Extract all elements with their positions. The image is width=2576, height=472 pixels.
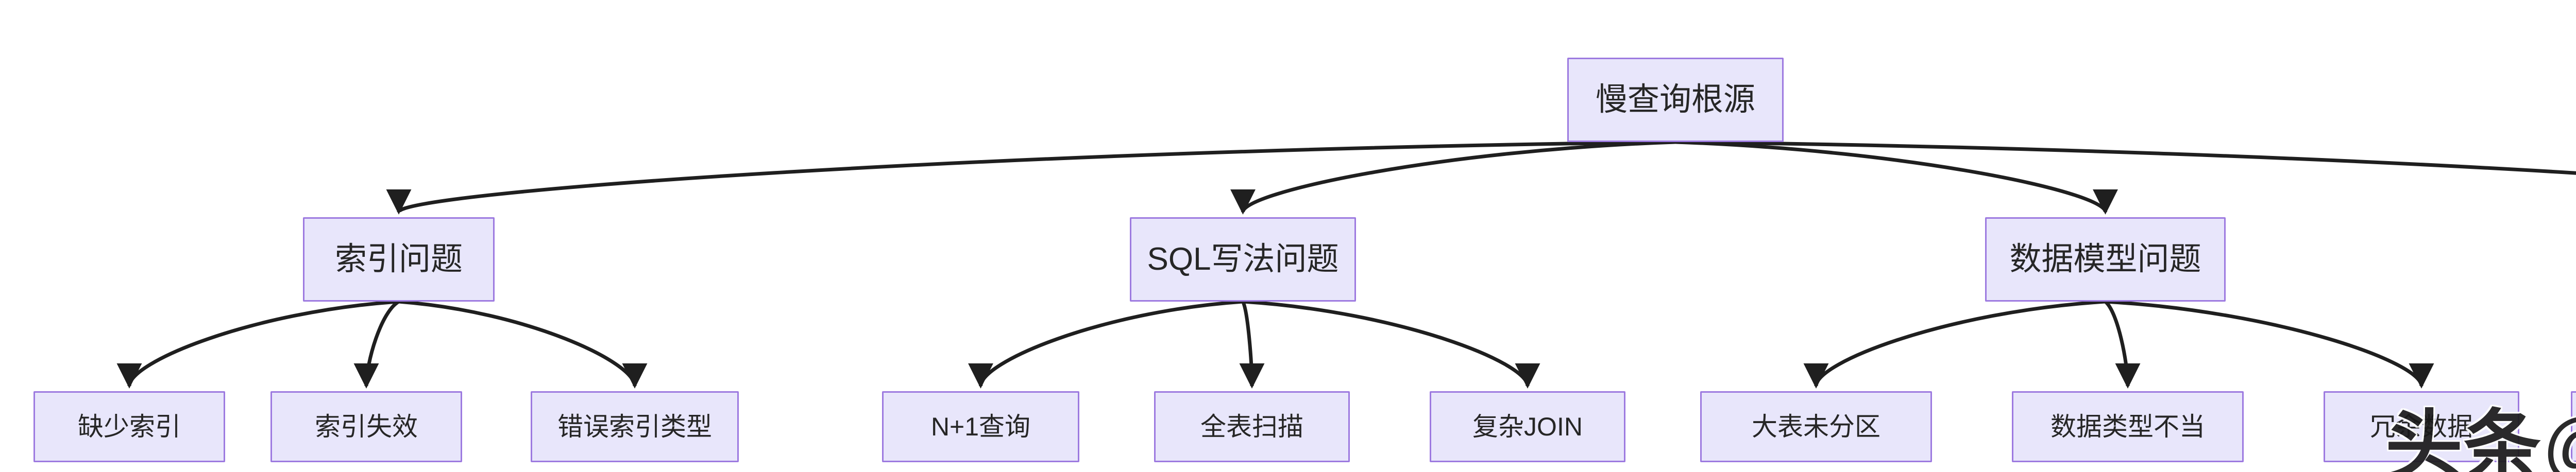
node-label: 缺少索引 <box>78 412 181 441</box>
edge-model-to-bad_type <box>2104 300 2141 389</box>
edge-root-to-sql <box>1230 140 1676 215</box>
node-sql[interactable]: SQL写法问题 <box>1130 217 1356 302</box>
node-complex_join[interactable]: 复杂JOIN <box>1430 391 1625 462</box>
node-wrong_type[interactable]: 错误索引类型 <box>531 391 739 462</box>
node-root[interactable]: 慢查询根源 <box>1567 58 1784 142</box>
edge-model-to-redundant <box>2105 300 2434 389</box>
edge-root-to-resource <box>1675 140 2576 175</box>
edge-sql-to-full_scan <box>1239 301 1265 389</box>
edge-index-to-wrong_type <box>398 300 648 389</box>
node-label: 大表未分区 <box>1752 412 1880 441</box>
node-label: 冗余数据 <box>2370 412 2473 441</box>
node-label: SQL写法问题 <box>1147 241 1339 277</box>
node-no_part[interactable]: 大表未分区 <box>1700 391 1932 462</box>
node-full_scan[interactable]: 全表扫描 <box>1154 391 1350 462</box>
node-label: 全表扫描 <box>1200 412 1303 441</box>
node-index_fail[interactable]: 索引失效 <box>270 391 462 462</box>
node-low_mem[interactable]: 内存不足 <box>2571 391 2576 462</box>
edge-root-to-model <box>1675 140 2118 215</box>
node-label: 索引失效 <box>315 412 418 441</box>
node-label: 慢查询根源 <box>1595 81 1755 117</box>
node-label: 复杂JOIN <box>1472 412 1583 441</box>
edge-sql-to-n_plus_1 <box>968 300 1243 389</box>
edge-index-to-index_fail <box>353 300 400 389</box>
edge-sql-to-complex_join <box>1243 300 1540 389</box>
node-label: N+1查询 <box>930 412 1031 441</box>
node-index[interactable]: 索引问题 <box>303 217 495 302</box>
node-no_index[interactable]: 缺少索引 <box>33 391 225 462</box>
edge-model-to-no_part <box>1803 300 2106 389</box>
edge-root-to-index <box>386 140 1676 215</box>
edge-index-to-no_index <box>116 300 399 389</box>
node-n_plus_1[interactable]: N+1查询 <box>882 391 1079 462</box>
node-label: 错误索引类型 <box>557 412 712 441</box>
node-label: 索引问题 <box>334 241 463 277</box>
node-model[interactable]: 数据模型问题 <box>1985 217 2226 302</box>
node-label: 数据类型不当 <box>2050 412 2205 441</box>
node-redundant[interactable]: 冗余数据 <box>2324 391 2519 462</box>
node-label: 数据模型问题 <box>2009 241 2201 277</box>
node-bad_type[interactable]: 数据类型不当 <box>2012 391 2244 462</box>
